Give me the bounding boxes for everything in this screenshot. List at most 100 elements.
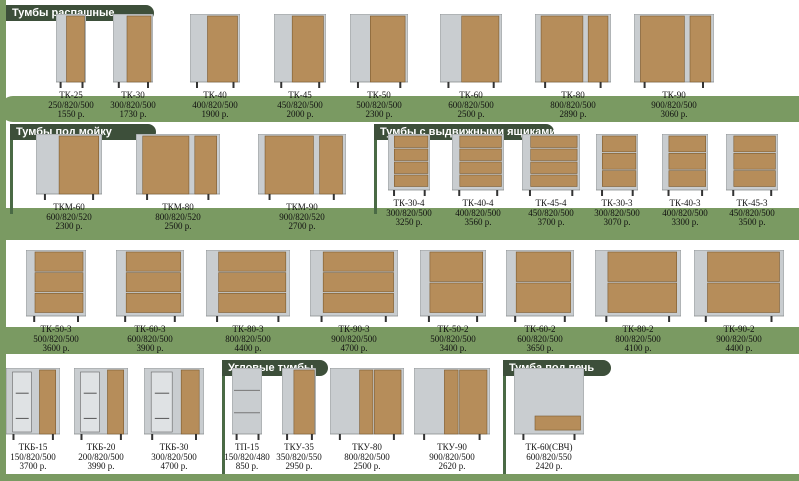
- cabinet-image: [420, 250, 486, 322]
- row3-cabinet-5: ТК-50-2 500/820/500 3400 р.: [420, 250, 486, 354]
- cabinet-name: ТК-50-3: [40, 324, 72, 334]
- row1-cabinet-1: ТК-25 250/820/500 1550 р.: [40, 14, 102, 120]
- cabinet-name: ТК-90: [662, 90, 686, 100]
- cabinet-size: 500/820/500: [356, 99, 402, 110]
- row4-cabinet-5: ТКУ-35 350/820/550 2950 р.: [268, 368, 330, 472]
- cabinet-size: 400/820/500: [192, 99, 238, 110]
- row4-cabinet-1: ТКБ-15 150/820/500 3700 р.: [2, 368, 64, 472]
- row4-cabinet-2: ТКБ-20 200/820/500 3990 р.: [70, 368, 132, 472]
- row1-cabinet-5: ТК-50 500/820/500 2300 р.: [348, 14, 410, 120]
- cabinet-price: 3650 р.: [526, 343, 554, 353]
- cabinet-price: 2700 р.: [288, 221, 316, 231]
- row1-cabinet-6: ТК-60 600/820/500 2500 р.: [440, 14, 502, 120]
- cabinet-name: ТКБ-15: [18, 442, 48, 452]
- cabinet-name: ТК-45-3: [736, 198, 768, 208]
- cabinet-image: [258, 134, 346, 200]
- cabinet-size: 900/820/500: [651, 99, 697, 110]
- cabinet-image: [136, 134, 220, 200]
- cabinet-name: ТП-15: [235, 442, 259, 452]
- cabinet-image: [113, 14, 153, 88]
- cabinet-name: ТК-30-4: [393, 198, 425, 208]
- row2-cabinet-2: ТКМ-80 800/820/520 2500 р.: [136, 134, 220, 232]
- cabinet-size: 800/820/500: [344, 451, 390, 462]
- cabinet-image: [595, 250, 681, 322]
- row2-cabinet-3: ТКМ-90 900/820/520 2700 р.: [258, 134, 346, 232]
- row2-cabinet-9: ТК-45-3 450/820/500 3500 р.: [721, 134, 783, 228]
- cabinet-price: 2890 р.: [559, 109, 587, 119]
- cabinet-price: 4400 р.: [234, 343, 262, 353]
- cabinet-price: 2500 р.: [164, 221, 192, 231]
- cabinet-size: 900/820/500: [331, 333, 377, 344]
- cabinet-size: 250/820/500: [48, 99, 94, 110]
- cabinet-image: [414, 368, 490, 440]
- cabinet-image: [634, 14, 714, 88]
- cabinet-name: ТК-60(СВЧ): [525, 442, 573, 452]
- cabinet-size: 400/820/500: [455, 207, 501, 218]
- cabinet-size: 300/820/500: [594, 207, 640, 218]
- cabinet-price: 3060 р.: [660, 109, 688, 119]
- cabinet-price: 4700 р.: [340, 343, 368, 353]
- cabinet-price: 4400 р.: [725, 343, 753, 353]
- cabinet-image: [232, 368, 262, 440]
- cabinet-size: 200/820/500: [78, 451, 124, 462]
- cabinet-size: 900/820/500: [429, 451, 475, 462]
- cabinet-image: [190, 14, 240, 88]
- cabinet-size: 500/820/500: [430, 333, 476, 344]
- cabinet-image: [596, 134, 638, 196]
- cabinet-name: ТК-45-4: [535, 198, 567, 208]
- cabinet-size: 800/820/520: [155, 211, 201, 222]
- cabinet-name: ТКУ-80: [352, 442, 382, 452]
- cabinet-name: ТКУ-90: [437, 442, 467, 452]
- row3-cabinet-4: ТК-90-3 900/820/500 4700 р.: [310, 250, 398, 354]
- cabinet-size: 500/820/500: [33, 333, 79, 344]
- cabinet-price: 3600 р.: [42, 343, 70, 353]
- frame-line: [374, 124, 377, 214]
- cabinet-price: 3700 р.: [19, 461, 47, 471]
- cabinet-price: 4700 р.: [160, 461, 188, 471]
- cabinet-image: [726, 134, 778, 196]
- cabinet-name: ТК-50-2: [437, 324, 469, 334]
- cabinet-price: 2950 р.: [285, 461, 313, 471]
- cabinet-image: [662, 134, 708, 196]
- cabinet-size: 450/820/500: [277, 99, 323, 110]
- cabinet-name: ТК-60: [459, 90, 483, 100]
- cabinet-size: 150/820/500: [10, 451, 56, 462]
- cabinet-name: ТК-40-3: [669, 198, 701, 208]
- row3-cabinet-7: ТК-80-2 800/820/500 4100 р.: [595, 250, 681, 354]
- row3-cabinet-8: ТК-90-2 900/820/500 4400 р.: [694, 250, 784, 354]
- row2-cabinet-8: ТК-40-3 400/820/500 3300 р.: [654, 134, 716, 228]
- cabinet-size: 400/820/500: [662, 207, 708, 218]
- cabinet-image: [74, 368, 128, 440]
- cabinet-price: 2300 р.: [55, 221, 83, 231]
- cabinet-name: ТК-45: [288, 90, 312, 100]
- bottom-band: [0, 474, 799, 481]
- cabinet-image: [144, 368, 204, 440]
- cabinet-image: [206, 250, 290, 322]
- cabinet-price: 4100 р.: [624, 343, 652, 353]
- row1-cabinet-7: ТК-80 800/820/500 2890 р.: [535, 14, 611, 120]
- cabinet-name: ТК-40: [203, 90, 227, 100]
- row3-cabinet-1: ТК-50-3 500/820/500 3600 р.: [25, 250, 87, 354]
- frame-line: [222, 360, 225, 474]
- cabinet-name: ТКМ-90: [286, 202, 318, 212]
- cabinet-image: [694, 250, 784, 322]
- cabinet-name: ТКМ-80: [162, 202, 194, 212]
- cabinet-name: ТК-80-3: [232, 324, 264, 334]
- row1-cabinet-8: ТК-90 900/820/500 3060 р.: [634, 14, 714, 120]
- cabinet-size: 600/820/520: [46, 211, 92, 222]
- row1-band: [0, 96, 799, 122]
- cabinet-price: 3990 р.: [87, 461, 115, 471]
- row1-cabinet-3: ТК-40 400/820/500 1900 р.: [184, 14, 246, 120]
- cabinet-price: 1550 р.: [57, 109, 85, 119]
- cabinet-price: 3250 р.: [395, 217, 423, 227]
- row2-cabinet-7: ТК-30-3 300/820/500 3070 р.: [586, 134, 648, 228]
- row4-cabinet-8: ТК-60(СВЧ) 600/820/550 2420 р.: [514, 368, 584, 472]
- left-edge-band: [0, 0, 6, 481]
- row3-cabinet-6: ТК-60-2 600/820/500 3650 р.: [506, 250, 574, 354]
- row2-band: [0, 208, 799, 240]
- cabinet-price: 3560 р.: [464, 217, 492, 227]
- cabinet-size: 450/820/500: [729, 207, 775, 218]
- row1-cabinet-2: ТК-30 300/820/500 1730 р.: [102, 14, 164, 120]
- cabinet-name: ТКБ-20: [86, 442, 116, 452]
- cabinet-size: 300/820/500: [386, 207, 432, 218]
